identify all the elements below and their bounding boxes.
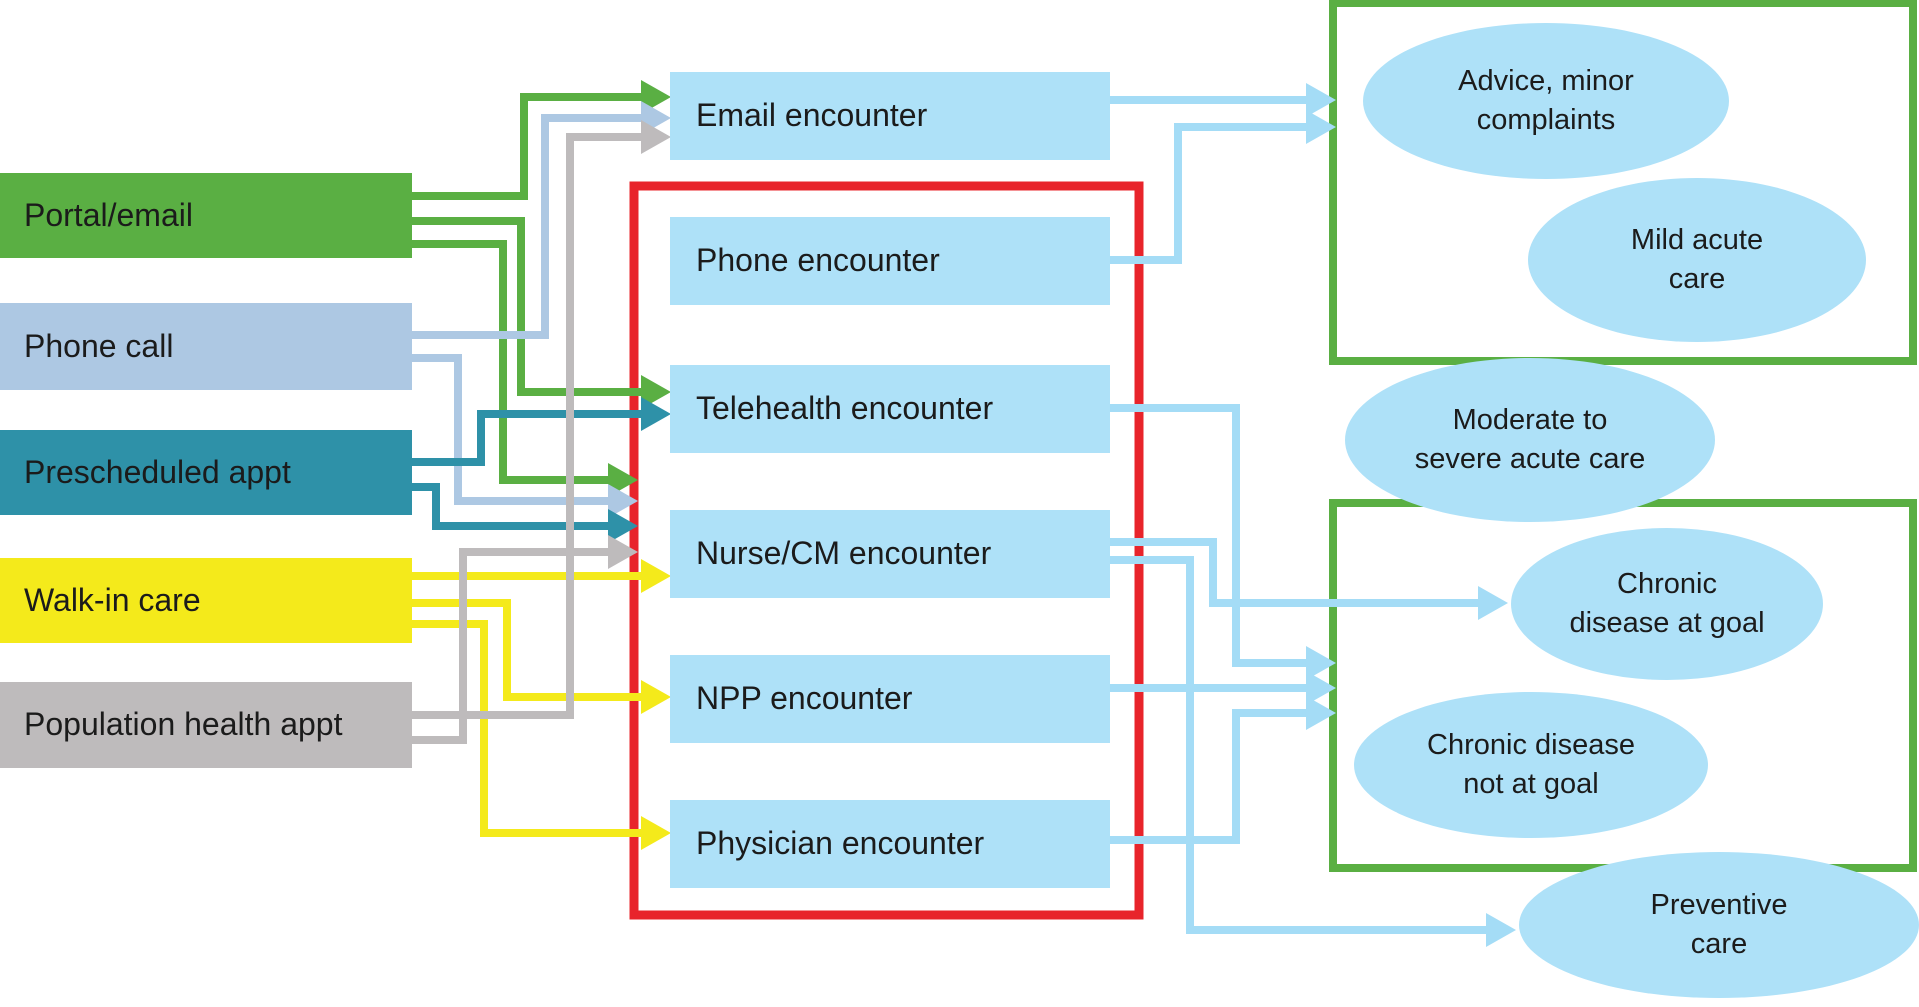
arrowhead-prescheduled-appt-to-telehealth-encounter [641,397,671,431]
source-label-prescheduled-appt: Prescheduled appt [24,453,291,490]
encounter-label-phone-encounter: Phone encounter [696,242,940,279]
encounter-box-npp-encounter: NPP encounter [670,655,1110,743]
arrowhead-telehealth-encounter-to-chronic-outcome-group [1306,646,1336,680]
source-box-population-health-appt: Population health appt [0,682,412,768]
arrowhead-nurse-cm-encounter-to-preventive-care [1486,913,1516,947]
outcome-label-line: complaints [1476,104,1616,136]
outcome-ellipse-advice-minor-complaints: Advice, minor complaints [1363,23,1729,179]
source-label-phone-call: Phone call [24,327,174,364]
connector-walk-in-care-to-physician-encounter [412,620,641,837]
acute-outcome-group-border [1329,0,1917,365]
arrowhead-nurse-cm-encounter-to-chronic-disease-at-goal [1478,586,1508,620]
arrowhead-population-health-appt-to-email-encounter [641,120,671,154]
encounter-label-nurse-cm-encounter: Nurse/CM encounter [696,535,992,572]
outcome-label-line: Mild acute [1630,224,1764,256]
connector-prescheduled-appt-to-telehealth-encounter [412,410,641,466]
encounter-label-telehealth-encounter: Telehealth encounter [696,390,994,427]
arrowhead-walk-in-care-to-nurse-cm-encounter [641,559,671,593]
connector-prescheduled-appt-to-in-person-encounter-group [412,483,608,530]
encounter-box-email-encounter: Email encounter [670,72,1110,160]
arrowhead-prescheduled-appt-to-in-person-encounter-group [608,509,638,543]
encounter-box-telehealth-encounter: Telehealth encounter [670,365,1110,453]
outcome-label-line: Chronic [1617,568,1717,600]
encounter-label-physician-encounter: Physician encounter [696,825,985,862]
connector-nurse-cm-encounter-to-chronic-disease-at-goal [1108,538,1478,607]
outcome-ellipse-preventive-care: Preventive care [1519,852,1919,998]
source-box-portal-email: Portal/email [0,173,412,258]
source-box-walk-in-care: Walk-in care [0,558,412,643]
outcome-label-line: disease at goal [1569,607,1765,639]
connector-portal-email-to-telehealth-encounter [412,217,641,396]
connector-physician-encounter-to-chronic-outcome-group [1108,709,1306,844]
outcome-label-line: Advice, minor [1458,65,1634,97]
connector-population-health-appt-to-email-encounter [412,133,641,719]
source-label-walk-in-care: Walk-in care [24,581,201,618]
connector-phone-call-to-email-encounter [412,114,641,339]
encounter-label-email-encounter: Email encounter [696,97,928,134]
encounter-label-npp-encounter: NPP encounter [696,680,913,717]
outcome-ellipse-chronic-disease-at-goal: Chronic disease at goal [1511,528,1823,680]
source-label-population-health-appt: Population health appt [24,706,343,743]
arrowhead-phone-call-to-in-person-encounter-group [608,484,638,518]
encounter-box-phone-encounter: Phone encounter [670,217,1110,305]
outcome-label-line: care [1690,928,1748,960]
encounter-box-physician-encounter: Physician encounter [670,800,1110,888]
connector-nurse-cm-encounter-to-preventive-care [1108,556,1486,934]
connector-portal-email-to-in-person-encounter-group [412,240,608,484]
arrowhead-walk-in-care-to-physician-encounter [641,816,671,850]
connector-phone-call-to-in-person-encounter-group [412,354,608,505]
arrowhead-email-encounter-to-acute-outcome-group [1306,83,1336,117]
source-label-portal-email: Portal/email [24,196,193,233]
connector-population-health-appt-to-in-person-encounter-group [412,548,608,744]
source-box-phone-call: Phone call [0,303,412,390]
arrowhead-phone-encounter-to-acute-outcome-group [1306,110,1336,144]
arrowhead-npp-encounter-to-chronic-outcome-group [1306,671,1336,705]
outcome-label-line: Preventive [1650,889,1788,921]
outcome-label-line: care [1668,263,1726,295]
outcome-label-line: Moderate to [1452,404,1608,436]
outcome-ellipse-mild-acute-care: Mild acute care [1528,178,1866,342]
connector-walk-in-care-to-npp-encounter [412,599,641,701]
outcome-ellipse-moderate-severe-acute-care: Moderate to severe acute care [1345,358,1715,522]
encounter-box-nurse-cm-encounter: Nurse/CM encounter [670,510,1110,598]
outcome-label-line: not at goal [1463,768,1599,800]
connector-portal-email-to-email-encounter [412,93,641,200]
arrowhead-portal-email-to-telehealth-encounter [641,375,671,409]
outcome-label-line: severe acute care [1414,443,1646,475]
arrowhead-walk-in-care-to-npp-encounter [641,680,671,714]
outcome-label-line: Chronic disease [1427,729,1635,761]
connector-telehealth-encounter-to-chronic-outcome-group [1108,404,1306,667]
outcome-ellipse-chronic-disease-not-at-goal: Chronic disease not at goal [1354,692,1708,838]
arrowhead-physician-encounter-to-chronic-outcome-group [1306,696,1336,730]
source-box-prescheduled-appt: Prescheduled appt [0,430,412,515]
arrowhead-population-health-appt-to-in-person-encounter-group [608,535,638,569]
connector-phone-encounter-to-acute-outcome-group [1110,123,1306,264]
